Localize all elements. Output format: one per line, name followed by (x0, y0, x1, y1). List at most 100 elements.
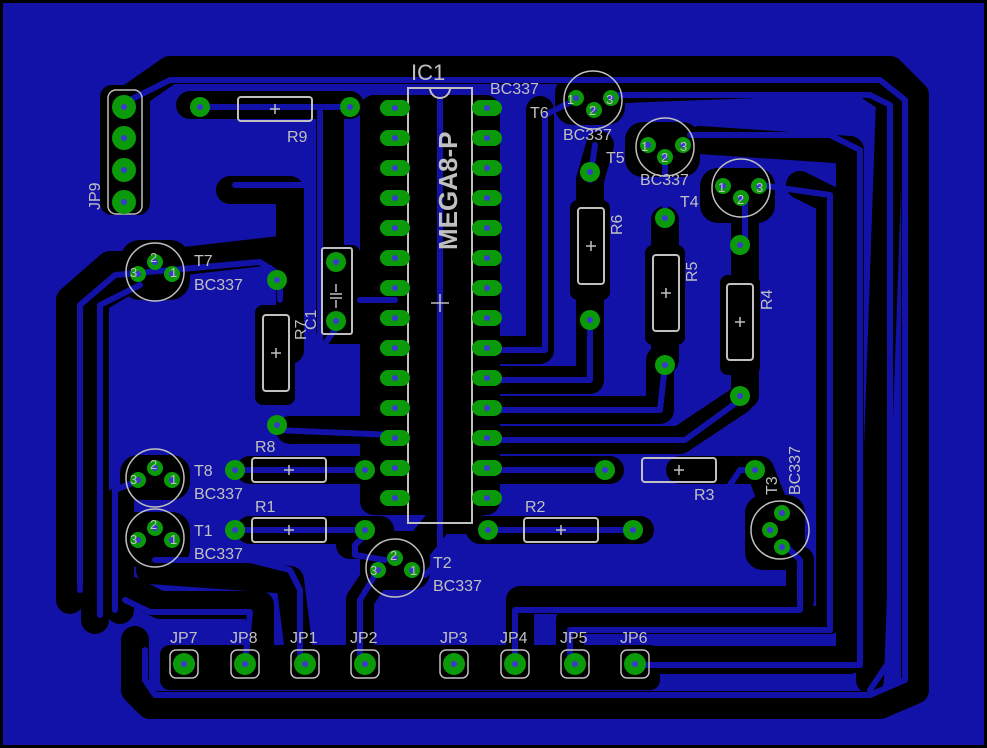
drill-hole (484, 285, 490, 291)
drill-hole (484, 225, 490, 231)
mega8-label: MEGA8-P (433, 132, 463, 250)
drill-hole (485, 527, 491, 533)
jp9-label: JP9 (87, 182, 104, 210)
t6-pin3: 3 (606, 92, 613, 107)
r5-label: R5 (684, 261, 701, 282)
drill-hole (484, 105, 490, 111)
t2-pin2: 2 (390, 548, 397, 563)
drill-hole (645, 142, 651, 148)
t4-pin2: 2 (737, 192, 744, 207)
drill-hole (392, 255, 398, 261)
r3-label: R3 (694, 487, 715, 504)
jp2-label: JP2 (350, 630, 378, 647)
t8-pin2: 2 (150, 457, 157, 472)
drill-hole (375, 567, 381, 573)
drill-hole (362, 661, 368, 667)
ic1-notch (429, 87, 451, 99)
t1-type: BC337 (194, 546, 243, 563)
drill-hole (484, 435, 490, 441)
drill-hole (392, 465, 398, 471)
drill-hole (232, 527, 238, 533)
drill-hole (484, 315, 490, 321)
drill-hole (587, 169, 593, 175)
c1-body (321, 247, 353, 335)
t4-type: BC337 (640, 172, 689, 189)
t6-type: BC337 (490, 81, 539, 98)
drill-hole (484, 375, 490, 381)
jp5-label: JP5 (560, 630, 588, 647)
drill-hole (720, 183, 726, 189)
drill-hole (333, 318, 339, 324)
r5-body (652, 254, 680, 332)
jp7-label: JP7 (170, 630, 198, 647)
jp3-label: JP3 (440, 630, 468, 647)
transistor-pin-numbers: 1 2 3 1 2 3 1 2 3 3 2 1 3 2 1 3 2 1 3 2 … (130, 92, 763, 578)
r2-label: R2 (525, 499, 546, 516)
jp8-label: JP8 (230, 630, 258, 647)
drill-hole (737, 242, 743, 248)
drill-hole (662, 215, 668, 221)
resistor-bodies (237, 87, 754, 543)
r6-body (577, 207, 605, 285)
drill-hole (484, 465, 490, 471)
t4-label: T4 (680, 194, 699, 211)
drill-hole (662, 154, 668, 160)
r3-body (641, 457, 717, 483)
r1-body (251, 517, 327, 543)
drill-hole (362, 467, 368, 473)
drill-hole (135, 537, 141, 543)
drill-hole (602, 467, 608, 473)
t5-pin1: 1 (641, 139, 648, 154)
drill-hole (274, 277, 280, 283)
drill-hole (779, 510, 785, 516)
drill-hole (392, 435, 398, 441)
jp4-label: JP4 (500, 630, 528, 647)
drill-hole (169, 271, 175, 277)
t8-pin1: 1 (170, 472, 177, 487)
r1-label: R1 (255, 499, 276, 516)
t2-pin3: 3 (370, 563, 377, 578)
drill-hole (591, 107, 597, 113)
drill-hole (135, 271, 141, 277)
drill-hole (169, 477, 175, 483)
drill-hole (737, 393, 743, 399)
drill-hole (484, 165, 490, 171)
t1-pin2: 2 (150, 517, 157, 532)
t6-pin1: 1 (567, 92, 574, 107)
r8-label: R8 (255, 439, 276, 456)
drill-hole (181, 661, 187, 667)
r8-body (251, 457, 327, 483)
t4-pin3: 3 (756, 180, 763, 195)
drill-hole (152, 465, 158, 471)
t2-type: BC337 (433, 578, 482, 595)
drill-hole (392, 105, 398, 111)
r7-label: R7 (293, 319, 310, 340)
t8-type: BC337 (194, 486, 243, 503)
t5-pin3: 3 (680, 139, 687, 154)
drill-hole (573, 95, 579, 101)
t1-label: T1 (194, 523, 213, 540)
drill-hole (767, 527, 773, 533)
drill-hole (409, 567, 415, 573)
drill-hole (738, 195, 744, 201)
t5-label: T5 (606, 150, 625, 167)
drill-hole (274, 422, 280, 428)
r4-body (726, 283, 754, 361)
t6-pin2: 2 (589, 103, 596, 118)
drill-hole (572, 661, 578, 667)
c1-label: C1 (303, 309, 320, 330)
r4-label: R4 (759, 289, 776, 310)
t7-label: T7 (194, 253, 213, 270)
r7-body (262, 314, 290, 392)
drill-hole (197, 104, 203, 110)
drill-hole (232, 467, 238, 473)
drill-hole (662, 362, 668, 368)
drill-holes (121, 95, 785, 667)
drill-hole (392, 345, 398, 351)
t3-type: BC337 (787, 446, 804, 495)
drill-hole (451, 661, 457, 667)
r9-label: R9 (287, 129, 308, 146)
silkscreen-text: IC1 MEGA8-P R9 R6 R5 R4 R7 C1 R8 R1 R2 R… (87, 60, 804, 647)
drill-hole (152, 259, 158, 265)
